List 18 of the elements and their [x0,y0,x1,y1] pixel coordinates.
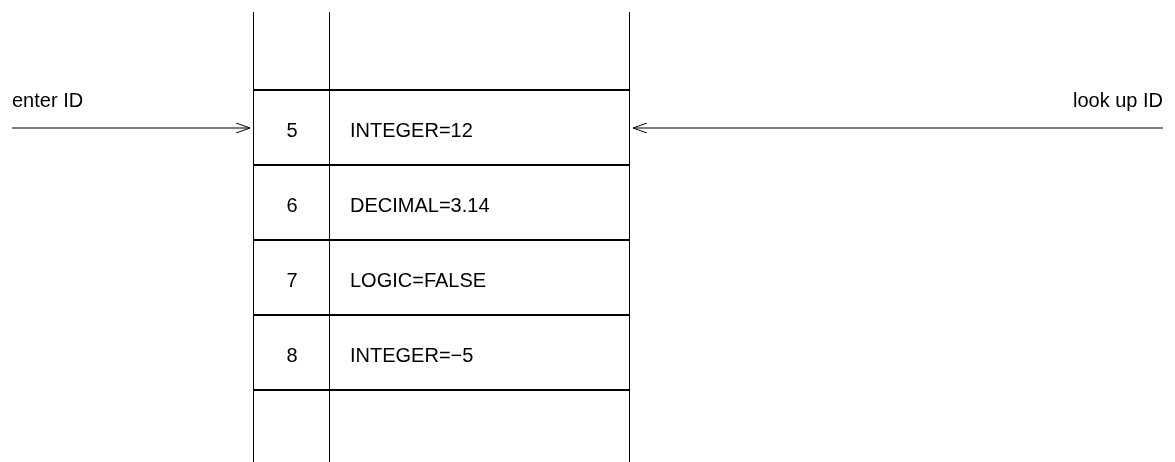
empty-table-row [253,390,630,462]
cell-value: INTEGER=−5 [350,342,474,367]
cell-value: INTEGER=12 [350,117,473,142]
table-row [253,165,630,240]
cell-value: LOGIC=FALSE [350,267,487,292]
edge-label: look up ID [1072,88,1163,112]
table-row [253,90,630,165]
cell-value: DECIMAL=3.14 [350,192,490,217]
table-row [253,315,630,390]
row-number: 5 [285,117,299,142]
row-number: 7 [285,267,299,292]
row-number: 8 [285,342,299,367]
empty-table-row [253,12,630,90]
arrow [11,122,251,134]
arrow [632,122,1164,134]
table-row [253,240,630,315]
row-number: 6 [285,192,299,217]
edge-label: enter ID [12,88,84,112]
